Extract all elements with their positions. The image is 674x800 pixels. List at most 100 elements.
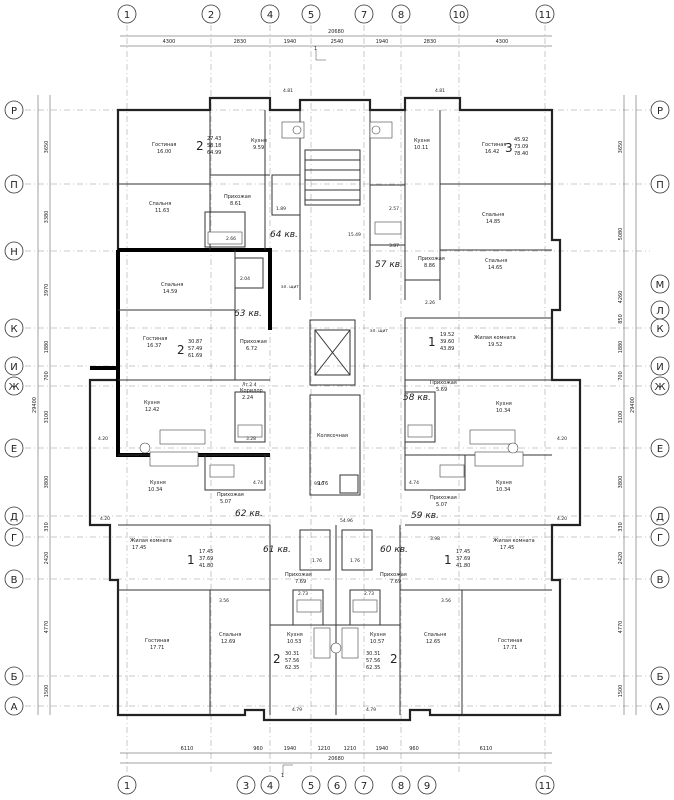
kitchen-counter-icon: [149, 451, 199, 467]
room-area: 6.72: [246, 346, 257, 352]
bathtub-icon: [209, 464, 235, 478]
room-name: Прихожая: [224, 194, 251, 200]
room-area: 5.07: [220, 499, 231, 505]
axis-right-i: И: [656, 362, 663, 373]
axis-top-11: 11: [539, 10, 552, 21]
kitchen-counter-icon: [313, 627, 331, 659]
axis-left-g: Г: [11, 533, 17, 544]
axis-bottom-7: 7: [361, 781, 367, 792]
apartment-area: 62.35: [285, 665, 299, 671]
room-name: Колясочная: [317, 433, 348, 439]
dim-bottom-seg: 1210: [318, 746, 331, 752]
room-labels: Гостиная 16.00 Кухня 9.59 Прихожая 8.61 …: [130, 138, 535, 651]
kitchen-counter-icon: [159, 429, 206, 445]
axis-left-zh: Ж: [9, 382, 20, 393]
room-name: Гостиная: [498, 638, 522, 644]
room-name: Кухня: [287, 632, 303, 638]
axis-right-l: Л: [656, 306, 664, 317]
dim-top-seg: 1940: [376, 39, 389, 45]
bathtub-icon: [237, 424, 263, 438]
dim-inner: 4.79: [292, 707, 302, 713]
apartment-area: 41.80: [199, 563, 213, 569]
dim-left-seg: 4770: [44, 621, 50, 634]
room-name: Спальня: [161, 282, 183, 288]
room-area: 12.65: [426, 639, 440, 645]
dim-top-seg: 2830: [424, 39, 437, 45]
room-name: Спальня: [485, 258, 507, 264]
room-name: Кухня: [150, 480, 166, 486]
room-name: Кухня: [144, 400, 160, 406]
shaft-note: эл. щит: [281, 285, 299, 290]
dim-top-seg: 2540: [331, 39, 344, 45]
dim-right-seg: 850: [618, 314, 624, 324]
room-area: 14.59: [163, 289, 177, 295]
apartment-area: 30.31: [285, 651, 299, 657]
dim-left-seg: 3800: [44, 476, 50, 489]
apartment-area: 37.69: [456, 556, 470, 562]
room-area: 2.24: [242, 395, 253, 401]
room-area: 7.69: [390, 579, 401, 585]
dim-right-seg: 3800: [618, 476, 624, 489]
kitchen-counter-icon: [469, 429, 516, 445]
apartment-area: 30.31: [366, 651, 380, 657]
apartment-area: 37.69: [199, 556, 213, 562]
room-name: Спальня: [149, 201, 171, 207]
bathtub-icon: [207, 231, 243, 245]
apartment-number: 62 кв.: [235, 509, 263, 519]
apartment-number: 61 кв.: [263, 545, 291, 555]
room-area: 17.45: [132, 545, 146, 551]
sink-icon: [371, 125, 381, 135]
dim-bottom-total: 20680: [328, 756, 344, 762]
room-area: 11.63: [155, 208, 169, 214]
apartment-area: 30.87: [188, 339, 202, 345]
dim-right-seg: 1880: [618, 341, 624, 354]
axis-right-b: Б: [657, 672, 664, 683]
dim-left-seg: 2420: [44, 552, 50, 565]
apartment-area: 64.99: [207, 150, 221, 156]
axis-top-5: 5: [308, 10, 314, 21]
dim-left-seg: 3650: [44, 141, 50, 154]
dim-inner: 4.79: [366, 707, 376, 713]
dim-top-total: 20680: [328, 29, 344, 35]
dim-inner: 4.81: [283, 88, 293, 94]
axis-left-d: Д: [10, 512, 18, 523]
right-dimensions: 29400 3650 5080 4260 850 1880 700 3100 3…: [618, 95, 637, 715]
axis-right-d: Д: [656, 512, 664, 523]
bathtub-icon: [407, 424, 433, 438]
room-name: Гостиная: [482, 142, 506, 148]
dim-top-seg: 4300: [496, 39, 509, 45]
dim-right-seg: 330: [618, 522, 624, 532]
apartment-number: 64 кв.: [270, 230, 298, 240]
room-area: 10.34: [148, 487, 162, 493]
apartment-area: 73.09: [514, 144, 528, 150]
axis-bottom-4: 4: [267, 781, 273, 792]
apartment-rooms: 2: [196, 139, 204, 153]
room-area: 10.11: [414, 145, 428, 151]
dim-left-seg: 3380: [44, 211, 50, 224]
apartment-area: 61.69: [188, 353, 202, 359]
room-name: Гостиная: [152, 142, 176, 148]
apartment-rooms: 1: [444, 553, 452, 567]
small-area: 2.04: [240, 276, 250, 282]
dim-inner: 15.49: [348, 232, 361, 238]
room-name: Гостиная: [145, 638, 169, 644]
apartment-area: 41.80: [456, 563, 470, 569]
axis-right-m: М: [656, 280, 665, 291]
room-area: 7.69: [295, 579, 306, 585]
apartment-rooms: 3: [505, 141, 513, 155]
section-mark-top: 1: [314, 46, 317, 52]
dim-left-total: 29400: [32, 397, 38, 413]
bathtub-icon: [352, 599, 378, 613]
riser-icon: [330, 642, 342, 654]
dim-bottom-seg: 1940: [284, 746, 297, 752]
axis-right-k: К: [656, 324, 663, 335]
axis-top-7: 7: [361, 10, 367, 21]
axis-right-r: Р: [657, 106, 663, 117]
room-area: 10.53: [287, 639, 301, 645]
room-area: 17.71: [503, 645, 517, 651]
axis-right-p: П: [656, 180, 664, 191]
bathtub-icon: [296, 599, 322, 613]
dim-bottom-seg: 1940: [376, 746, 389, 752]
bathtub-icon: [374, 221, 402, 235]
